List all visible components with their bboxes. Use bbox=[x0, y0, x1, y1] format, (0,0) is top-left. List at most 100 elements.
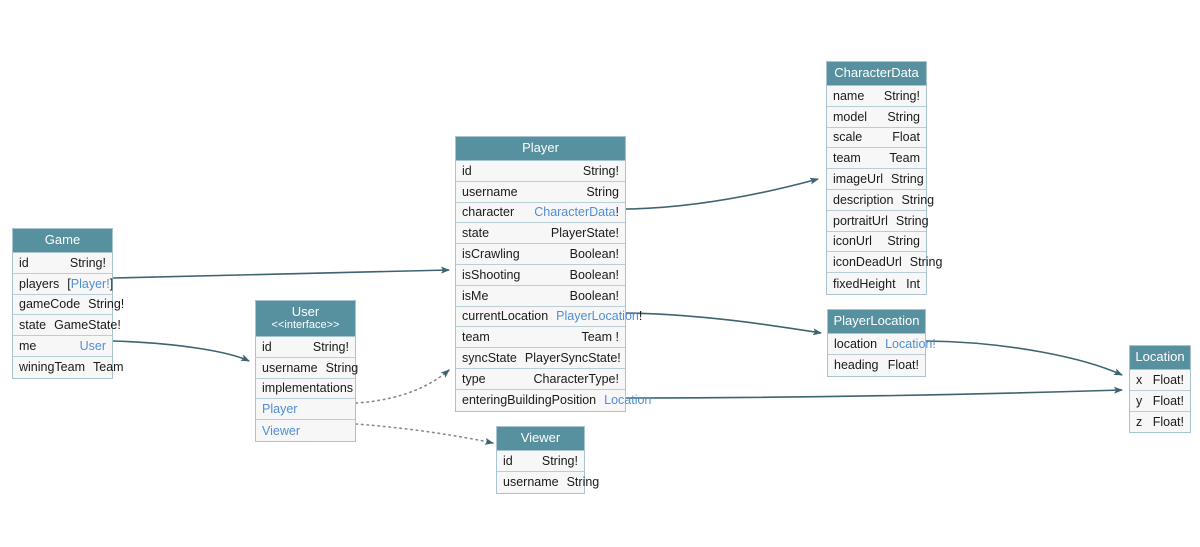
field-name: heading bbox=[834, 358, 879, 373]
field-name: username bbox=[262, 360, 318, 375]
entity-characterdata-title: CharacterData bbox=[827, 62, 926, 86]
table-row[interactable]: id String! bbox=[497, 451, 584, 472]
field-name: syncState bbox=[462, 351, 517, 366]
field-type: String bbox=[887, 234, 920, 249]
field-type: Float bbox=[892, 130, 920, 145]
table-row[interactable]: fixedHeight Int bbox=[827, 273, 926, 294]
table-row[interactable]: heading Float! bbox=[828, 354, 925, 376]
entity-game-title: Game bbox=[13, 229, 112, 253]
table-row[interactable]: username String bbox=[256, 357, 358, 379]
table-row[interactable]: name String! bbox=[827, 86, 926, 107]
table-row[interactable]: gameCode String! bbox=[13, 294, 124, 316]
implementation-label: Viewer bbox=[262, 423, 300, 438]
edge-playerlocation-location-to-location bbox=[925, 340, 1123, 376]
field-type-link[interactable]: CharacterData bbox=[534, 205, 616, 220]
table-row[interactable]: id String! bbox=[256, 337, 355, 358]
entity-characterdata[interactable]: CharacterData name String! model String … bbox=[826, 61, 942, 295]
field-type: PlayerState! bbox=[550, 226, 619, 241]
table-row[interactable]: state PlayerState! bbox=[456, 223, 625, 245]
table-row[interactable]: portraitUrl String bbox=[827, 210, 929, 232]
entity-playerlocation[interactable]: PlayerLocation location Location! headin… bbox=[827, 309, 936, 377]
table-row[interactable]: location Location! bbox=[828, 334, 936, 355]
field-type: String bbox=[909, 255, 943, 270]
table-row[interactable]: description String bbox=[827, 189, 934, 211]
table-row[interactable]: enteringBuildingPosition Location bbox=[456, 389, 651, 411]
field-type: String bbox=[887, 109, 920, 124]
field-type: String! bbox=[883, 88, 920, 103]
entity-playerlocation-title: PlayerLocation bbox=[828, 310, 925, 334]
table-row[interactable]: y Float! bbox=[1130, 390, 1190, 412]
field-type-link[interactable]: Location! bbox=[885, 336, 936, 351]
table-row[interactable]: me User bbox=[13, 336, 112, 357]
entity-viewer-title: Viewer bbox=[497, 427, 584, 451]
table-row[interactable]: team Team ! bbox=[456, 327, 625, 349]
implementation-label: Player bbox=[262, 402, 298, 417]
field-name: isMe bbox=[462, 288, 489, 303]
field-type-link[interactable]: User bbox=[79, 339, 106, 354]
entity-player-title: Player bbox=[456, 137, 625, 161]
field-name: z bbox=[1136, 414, 1143, 429]
field-type-link[interactable]: PlayerLocation bbox=[556, 309, 639, 324]
entity-location[interactable]: Location x Float! y Float! z Float! bbox=[1129, 345, 1191, 434]
field-type: Int bbox=[906, 276, 920, 291]
table-row[interactable]: isCrawling Boolean! bbox=[456, 244, 625, 265]
field-type: CharacterData! bbox=[534, 205, 619, 220]
table-row[interactable]: players [Player!] bbox=[13, 273, 114, 295]
field-type: Team bbox=[93, 360, 124, 375]
table-row[interactable]: username String bbox=[456, 181, 625, 203]
field-type: Float! bbox=[1152, 414, 1184, 429]
field-name: team bbox=[462, 330, 490, 345]
table-row[interactable]: team Team bbox=[827, 148, 926, 170]
field-name: iconUrl bbox=[833, 234, 872, 249]
table-row[interactable]: winingTeam Team bbox=[13, 356, 124, 378]
field-type: Boolean! bbox=[569, 267, 619, 282]
field-type: Float! bbox=[1152, 393, 1184, 408]
entity-user-name: User bbox=[291, 304, 320, 319]
entity-player[interactable]: Player id String! username String charac… bbox=[455, 136, 651, 412]
table-row[interactable]: scale Float bbox=[827, 127, 926, 149]
table-row[interactable]: type CharacterType! bbox=[456, 368, 625, 390]
field-name: isShooting bbox=[462, 267, 521, 282]
field-type: Boolean! bbox=[569, 288, 619, 303]
field-name: fixedHeight bbox=[833, 276, 896, 291]
table-row[interactable]: character CharacterData! bbox=[456, 202, 625, 224]
edge-player-currentlocation-to-playerlocation bbox=[625, 312, 822, 336]
table-row[interactable]: username String bbox=[497, 471, 599, 493]
table-row[interactable]: syncState PlayerSyncState! bbox=[456, 348, 625, 369]
field-type: String bbox=[901, 192, 935, 207]
entity-user[interactable]: User <<interface>> id String! username S… bbox=[255, 300, 358, 442]
edge-game-me-to-user bbox=[112, 340, 250, 362]
table-row[interactable]: currentLocation PlayerLocation! bbox=[456, 306, 642, 328]
field-name: location bbox=[834, 336, 878, 351]
table-row[interactable]: z Float! bbox=[1130, 411, 1190, 433]
table-row[interactable]: state GameState! bbox=[13, 315, 121, 337]
table-row[interactable]: iconDeadUrl String bbox=[827, 252, 942, 274]
field-type: Boolean! bbox=[569, 247, 619, 262]
field-type: PlayerLocation! bbox=[556, 309, 643, 324]
field-type-link[interactable]: Player! bbox=[70, 276, 110, 291]
field-name: me bbox=[19, 339, 37, 354]
entity-game[interactable]: Game id String! players [Player!] gameCo… bbox=[12, 228, 124, 379]
entity-viewer[interactable]: Viewer id String! username String bbox=[496, 426, 599, 494]
table-row[interactable]: iconUrl String bbox=[827, 231, 926, 253]
implementation-viewer[interactable]: Viewer bbox=[256, 420, 355, 441]
field-type: [Player!] bbox=[67, 276, 114, 291]
table-row[interactable]: x Float! bbox=[1130, 370, 1190, 391]
table-row[interactable]: id String! bbox=[456, 161, 625, 182]
field-name: username bbox=[462, 184, 518, 199]
table-row[interactable]: model String bbox=[827, 106, 926, 128]
field-type: String bbox=[566, 475, 600, 490]
edge-player-enteringbuildingposition-to-location bbox=[625, 386, 1123, 399]
table-row[interactable]: imageUrl String bbox=[827, 169, 926, 190]
field-name: name bbox=[833, 88, 865, 103]
implementation-player[interactable]: Player bbox=[256, 399, 355, 421]
field-type-link[interactable]: Location bbox=[604, 393, 652, 408]
entity-user-title: User <<interface>> bbox=[256, 301, 355, 337]
table-row[interactable]: isShooting Boolean! bbox=[456, 264, 625, 286]
field-name: portraitUrl bbox=[833, 213, 888, 228]
field-type: String! bbox=[88, 297, 125, 312]
table-row[interactable]: id String! bbox=[13, 253, 112, 274]
table-row[interactable]: isMe Boolean! bbox=[456, 285, 625, 307]
field-name: enteringBuildingPosition bbox=[462, 393, 597, 408]
field-type: String! bbox=[541, 453, 578, 468]
